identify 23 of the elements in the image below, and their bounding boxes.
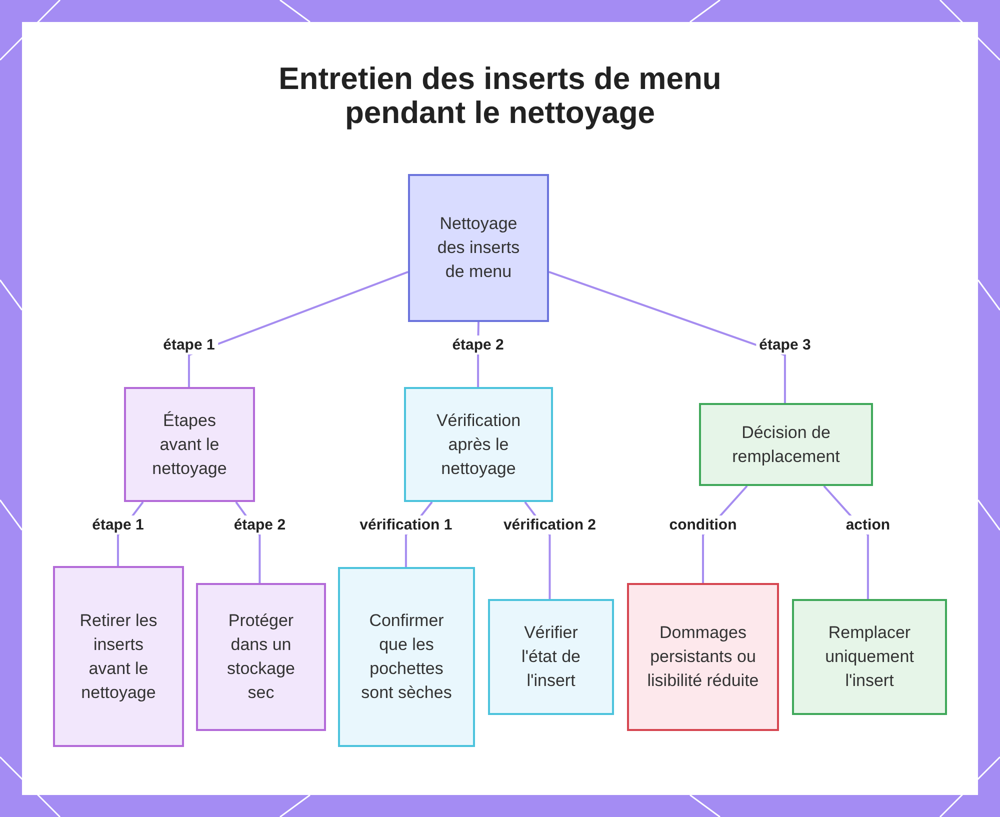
process-box — [699, 403, 873, 486]
node-text: Protéger dans un stockage sec — [226, 610, 296, 704]
process-box — [196, 583, 326, 731]
process-box — [53, 566, 184, 747]
connector-line — [548, 271, 786, 403]
title: Entretien des inserts de menu pendant le nettoyage — [278, 62, 722, 130]
process-box — [408, 174, 549, 322]
node-text: Vérification après le nettoyage — [435, 410, 522, 480]
process-box — [792, 599, 947, 715]
connector-line — [188, 271, 408, 387]
process-box — [627, 583, 779, 731]
node-text: Retirer les inserts avant le nettoyage — [78, 610, 158, 704]
node-text: Décision de remplacement — [731, 422, 841, 468]
node-text: Étapes avant le nettoyage — [151, 410, 228, 480]
node-text: Remplacer uniquement l'insert — [824, 622, 915, 692]
process-box — [488, 599, 614, 715]
node-text: Nettoyage des inserts de menu — [436, 213, 521, 283]
process-box — [404, 387, 553, 502]
process-box — [124, 387, 255, 502]
process-box — [338, 567, 475, 747]
node-text: Dommages persistants ou lisibilité réduite — [646, 622, 760, 692]
node-text: Confirmer que les pochettes sont sèches — [360, 610, 453, 704]
node-text: Vérifier l'état de l'insert — [520, 622, 582, 692]
